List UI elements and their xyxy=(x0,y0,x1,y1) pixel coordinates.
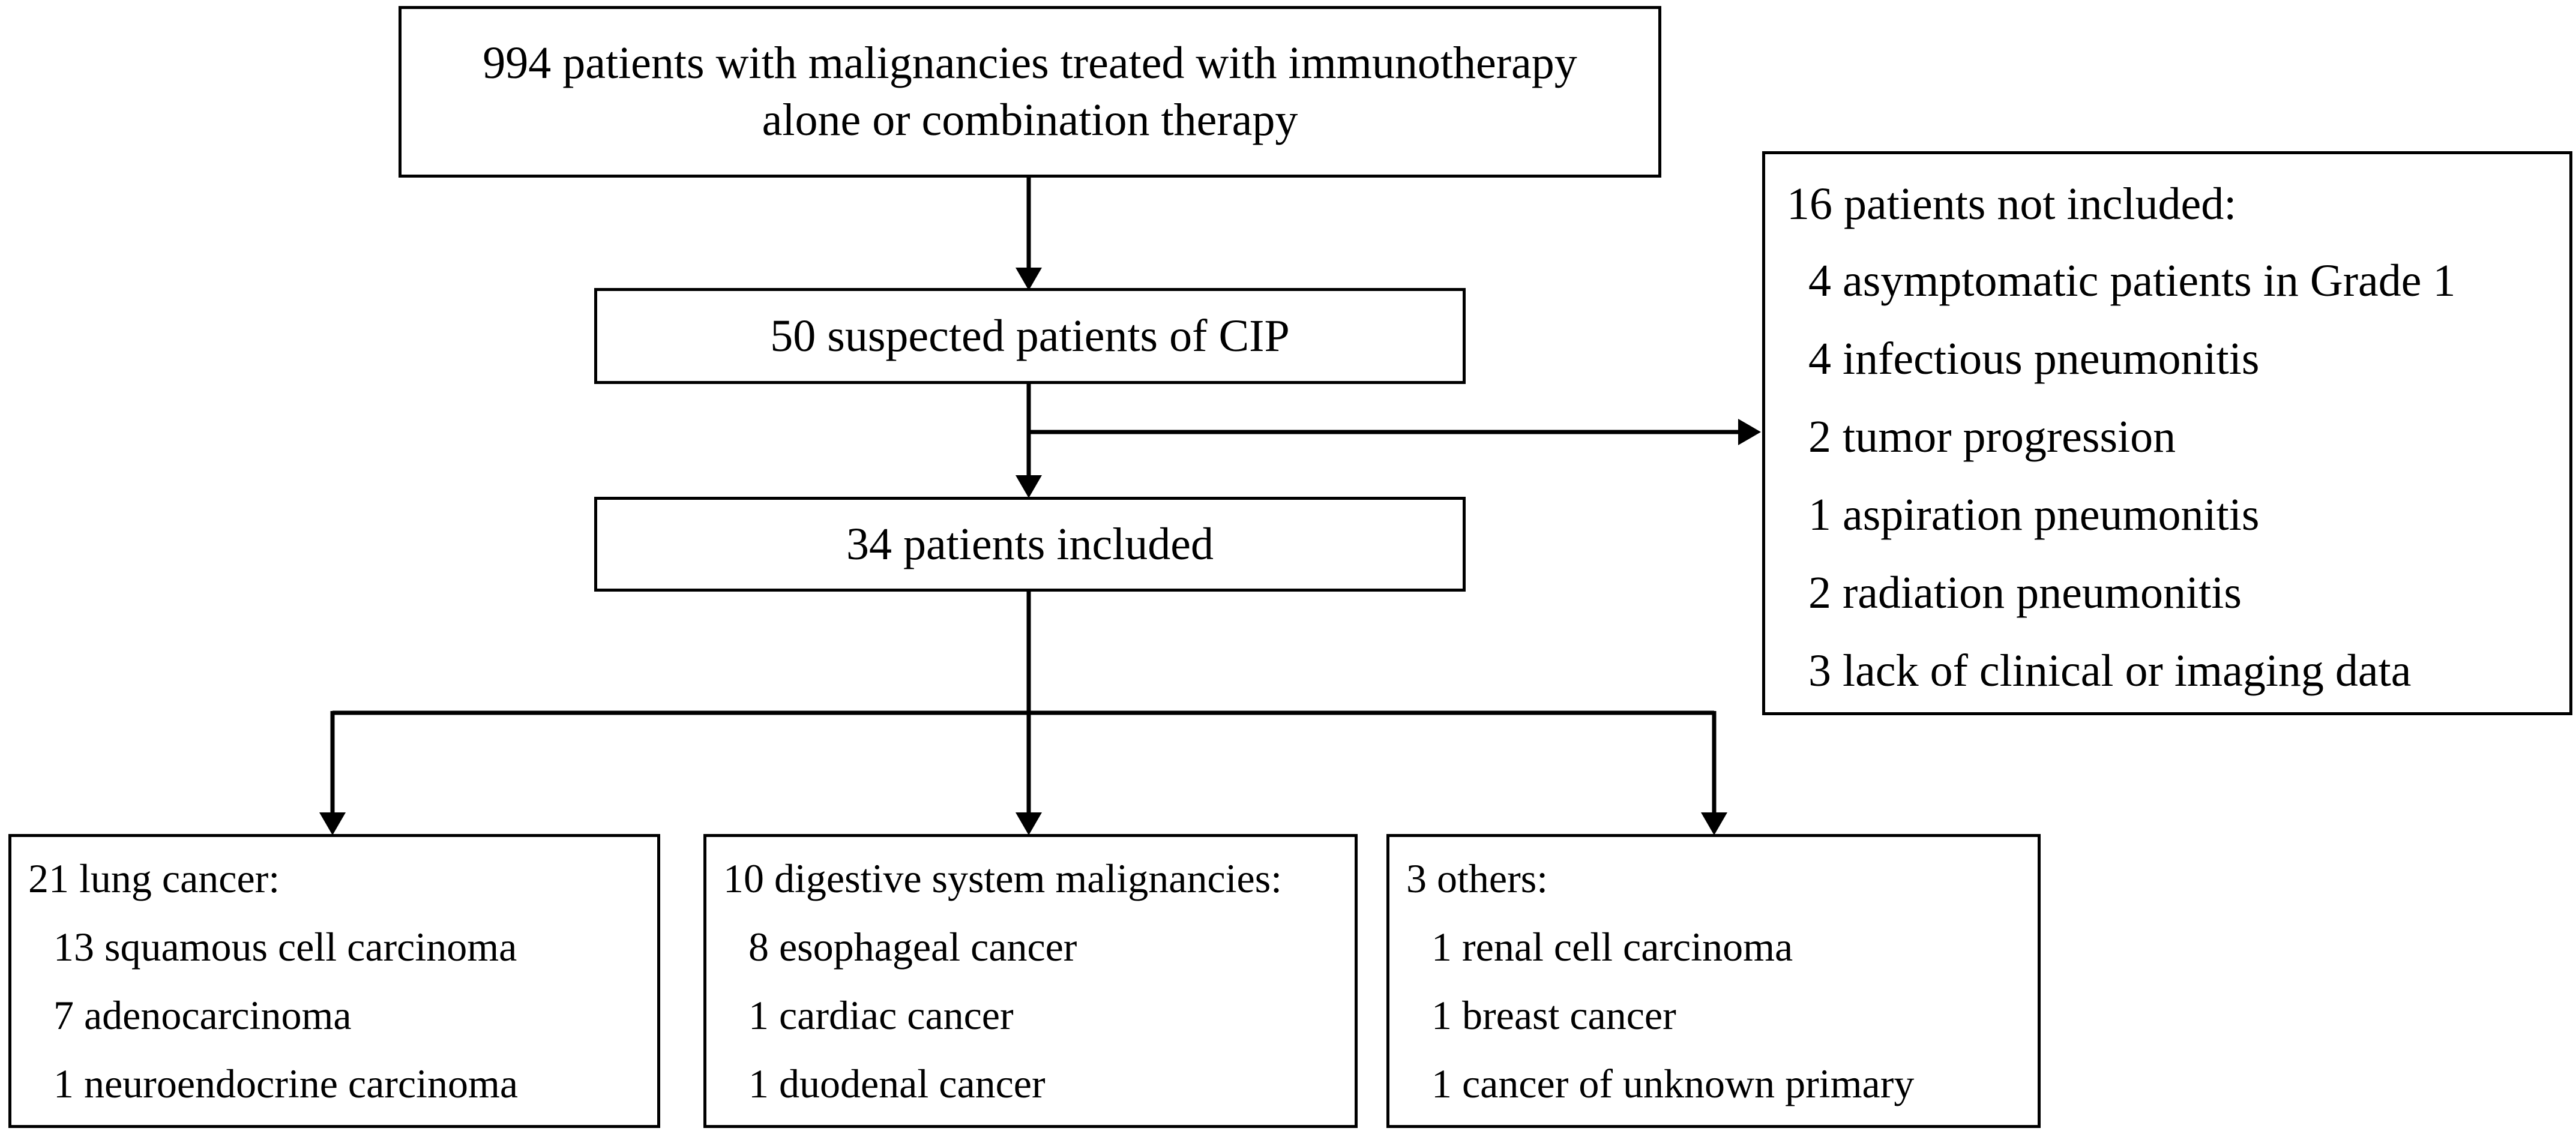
box-suspected-patients: 50 suspected patients of CIP xyxy=(594,288,1466,384)
arrowhead-lung xyxy=(319,812,346,835)
excluded-item: 1 aspiration pneumonitis xyxy=(1808,490,2260,540)
excluded-item: 4 asymptomatic patients in Grade 1 xyxy=(1808,256,2456,306)
arrowhead-others xyxy=(1701,812,1727,835)
box-total-line2: alone or combination therapy xyxy=(762,95,1298,145)
box-suspected-text: 50 suspected patients of CIP xyxy=(770,310,1290,361)
arrowhead-suspected xyxy=(1016,268,1042,290)
digestive-title: 10 digestive system malignancies: xyxy=(723,856,1283,901)
excluded-item: 2 tumor progression xyxy=(1808,412,2176,462)
lung-cancer-title: 21 lung cancer: xyxy=(28,856,280,901)
box-included-patients: 34 patients included xyxy=(594,497,1466,592)
box-lung-cancer: 21 lung cancer: 13 squamous cell carcino… xyxy=(8,834,660,1128)
box-digestive-malignancies: 10 digestive system malignancies: 8 esop… xyxy=(703,834,1358,1128)
others-item: 1 cancer of unknown primary xyxy=(1431,1061,1915,1106)
lung-cancer-item: 13 squamous cell carcinoma xyxy=(53,924,517,970)
box-excluded-patients: 16 patients not included: 4 asymptomatic… xyxy=(1762,151,2572,715)
arrowhead-included xyxy=(1016,475,1042,498)
others-item: 1 breast cancer xyxy=(1431,992,1676,1038)
digestive-item: 1 duodenal cancer xyxy=(748,1061,1046,1106)
box-included-text: 34 patients included xyxy=(846,518,1214,569)
lung-cancer-item: 7 adenocarcinoma xyxy=(53,992,352,1038)
arrowhead-excluded xyxy=(1738,419,1761,445)
box-other-cancers: 3 others: 1 renal cell carcinoma 1 breas… xyxy=(1386,834,2041,1128)
others-item: 1 renal cell carcinoma xyxy=(1431,924,1793,970)
box-total-patients: 994 patients with malignancies treated w… xyxy=(399,6,1661,178)
excluded-item: 4 infectious pneumonitis xyxy=(1808,334,2260,384)
excluded-item: 2 radiation pneumonitis xyxy=(1808,568,2242,618)
box-total-line1: 994 patients with malignancies treated w… xyxy=(483,38,1577,88)
digestive-item: 8 esophageal cancer xyxy=(748,924,1077,970)
lung-cancer-item: 1 neuroendocrine carcinoma xyxy=(53,1061,519,1106)
excluded-item: 3 lack of clinical or imaging data xyxy=(1808,646,2412,696)
arrowhead-digestive xyxy=(1016,812,1042,835)
others-title: 3 others: xyxy=(1406,856,1548,901)
digestive-item: 1 cardiac cancer xyxy=(748,992,1014,1038)
excluded-title: 16 patients not included: xyxy=(1787,179,2237,229)
